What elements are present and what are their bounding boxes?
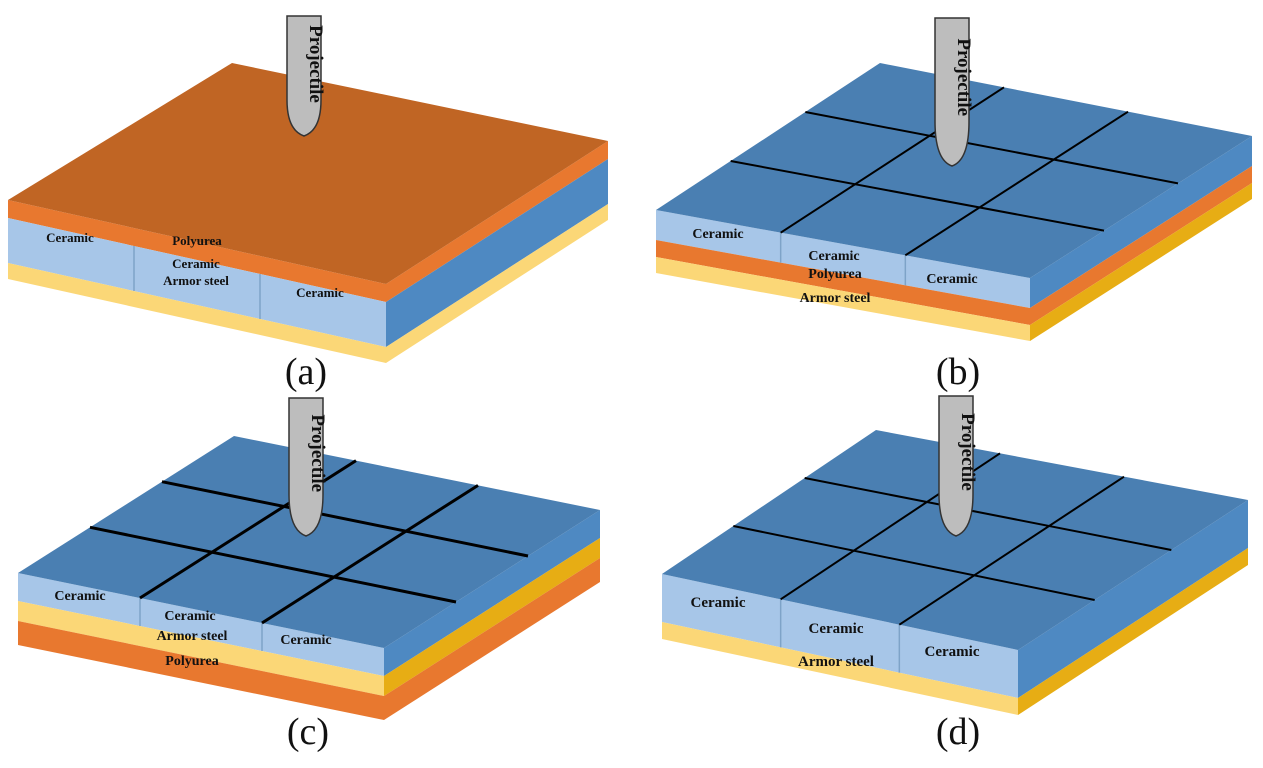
panel-caption: (a) — [285, 351, 327, 393]
layer-ceramic-front — [656, 210, 1030, 308]
layer-label-ceramic: Ceramic — [692, 227, 743, 242]
layer-label-polyurea: Polyurea — [165, 654, 218, 669]
layer-label-polyurea: Polyurea — [808, 267, 861, 282]
layer-label-ceramic: Ceramic — [54, 589, 105, 604]
layer-polyurea-front — [18, 621, 384, 720]
projectile-body — [286, 15, 322, 137]
layer-ceramic-front — [18, 573, 384, 676]
projectile: Projectile — [934, 17, 974, 167]
panel-caption: (d) — [936, 711, 980, 753]
layer-polyurea-front — [8, 200, 386, 302]
layer-polyurea-side — [1030, 166, 1252, 325]
top-face-ceramic — [656, 63, 1252, 278]
layer-steel-side — [384, 538, 600, 696]
projectile-body — [934, 17, 970, 167]
layer-label-ceramic: Ceramic — [926, 272, 977, 287]
layer-label-ceramic: Ceramic — [172, 256, 220, 271]
layer-label-armor-steel: Armor steel — [800, 291, 871, 306]
layer-ceramic-side — [386, 159, 608, 347]
layer-polyurea-front — [656, 240, 1030, 325]
projectile-label: Projectile — [953, 38, 974, 116]
layer-ceramic-side — [384, 510, 600, 676]
layer-steel-side — [1030, 183, 1252, 341]
layer-polyurea-side — [384, 558, 600, 720]
tile-grid-line — [898, 475, 1125, 626]
projectile-body — [288, 397, 324, 537]
tile-grid-line — [261, 484, 479, 625]
tile-grid-line — [804, 477, 1172, 551]
tile-grid-line — [89, 525, 457, 604]
layer-label-ceramic: Ceramic — [280, 633, 331, 648]
projectile-label: Projectile — [305, 25, 326, 103]
tile-grid-line — [730, 160, 1105, 232]
projectile-label: Projectile — [307, 414, 328, 492]
layer-steel-front — [8, 263, 386, 363]
layer-ceramic-side — [1030, 136, 1252, 308]
tile-grid-line — [733, 525, 1095, 601]
layer-steel-side — [1018, 548, 1248, 715]
layer-label-ceramic: Ceramic — [164, 609, 215, 624]
top-face-polyurea — [8, 63, 608, 284]
top-face-ceramic — [662, 430, 1248, 650]
panel-caption: (c) — [287, 711, 329, 753]
layer-label-armor-steel: Armor steel — [157, 629, 228, 644]
projectile-label: Projectile — [957, 413, 978, 491]
projectile: Projectile — [286, 15, 326, 137]
top-face-ceramic — [18, 436, 600, 648]
tile-grid-line — [805, 111, 1179, 185]
layer-steel-front — [18, 601, 384, 696]
layer-steel-front — [656, 257, 1030, 341]
layer-label-ceramic: Ceramic — [296, 285, 344, 300]
layer-label-polyurea: Polyurea — [172, 233, 222, 248]
layer-label-ceramic: Ceramic — [809, 621, 864, 637]
layer-label-armor-steel: Armor steel — [163, 273, 229, 288]
layer-label-ceramic: Ceramic — [925, 644, 980, 660]
layer-label-ceramic: Ceramic — [691, 595, 746, 611]
layer-label-ceramic: Ceramic — [46, 230, 94, 245]
layer-ceramic-front — [662, 574, 1018, 698]
layer-label-ceramic: Ceramic — [808, 249, 859, 264]
layer-steel-side — [386, 204, 608, 363]
layer-label-armor-steel: Armor steel — [798, 654, 874, 670]
layer-ceramic-front — [8, 218, 386, 347]
tile-grid-line — [904, 110, 1129, 257]
layer-steel-front — [662, 622, 1018, 715]
layer-ceramic-side — [1018, 500, 1248, 698]
projectile-body — [938, 395, 974, 537]
tile-grid-line — [161, 480, 529, 558]
panel-caption: (b) — [936, 351, 980, 393]
projectile: Projectile — [938, 395, 978, 537]
layer-polyurea-side — [386, 141, 608, 302]
projectile: Projectile — [288, 397, 328, 537]
